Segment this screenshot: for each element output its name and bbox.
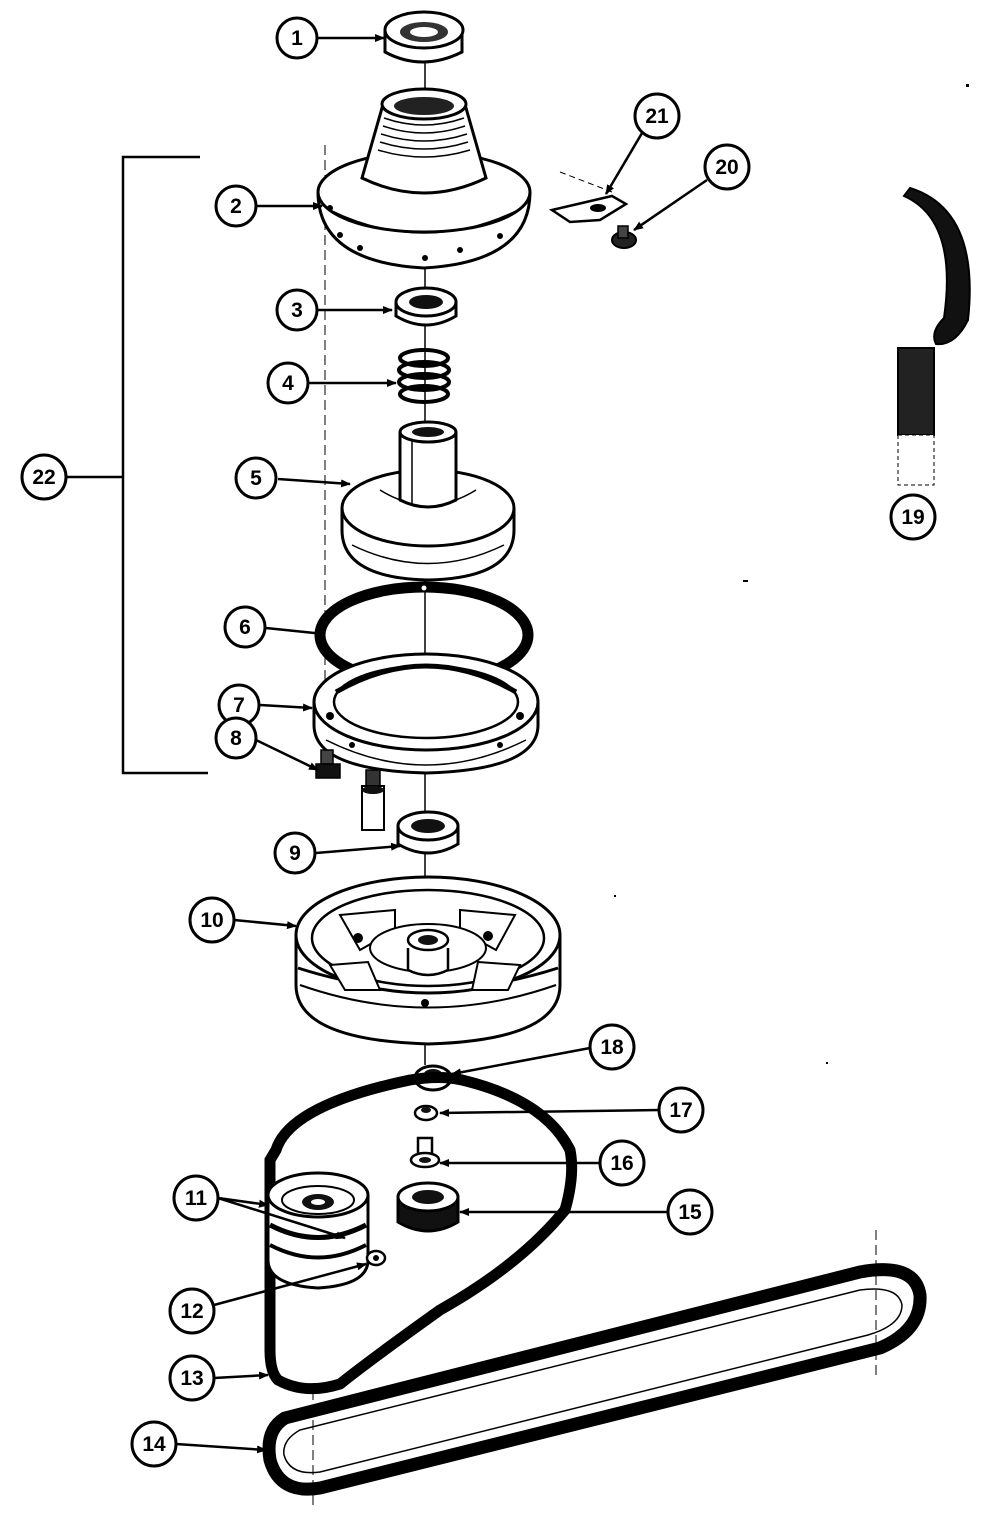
callout-10: 10 xyxy=(200,909,223,932)
callout-3: 3 xyxy=(291,299,303,322)
part-12-set-screw xyxy=(365,1249,387,1267)
part-20-screw xyxy=(611,225,637,249)
scan-specks xyxy=(614,84,969,1064)
callout-6: 6 xyxy=(239,616,251,639)
part-9-bearing xyxy=(396,810,460,855)
callout-8: 8 xyxy=(230,727,242,750)
part-19-spanner-wrench xyxy=(897,186,971,486)
leader-lines xyxy=(175,34,708,1454)
callout-15: 15 xyxy=(678,1201,702,1224)
callout-13: 13 xyxy=(180,1367,203,1390)
callout-17: 17 xyxy=(669,1099,692,1122)
callout-22: 22 xyxy=(32,466,55,489)
callout-20: 20 xyxy=(715,156,738,179)
callout-9: 9 xyxy=(289,842,301,865)
part-4-spring xyxy=(397,348,451,404)
part-3-seal xyxy=(394,286,458,327)
callout-labels: 1 2 3 4 5 6 7 8 9 10 11 12 13 14 15 16 1… xyxy=(32,27,924,1456)
part-2-cone-housing xyxy=(316,87,532,270)
part-21-clip-bracket xyxy=(548,171,629,224)
callout-circles xyxy=(20,16,937,1468)
part-11-small-pulley xyxy=(266,1171,370,1290)
part-16-screw xyxy=(409,1136,441,1169)
callout-4: 4 xyxy=(282,372,294,395)
part-14-main-belt xyxy=(262,1263,927,1496)
assembly-bracket-22 xyxy=(66,155,208,775)
part-1-top-bearing xyxy=(383,10,465,64)
part-10-large-pulley xyxy=(294,875,562,1046)
part-15-bearing xyxy=(396,1181,460,1233)
callout-2: 2 xyxy=(230,195,242,218)
callout-14: 14 xyxy=(142,1433,166,1456)
callout-18: 18 xyxy=(600,1036,624,1059)
part-17-washer xyxy=(413,1104,439,1122)
part-8-screws xyxy=(315,749,385,831)
part-13-drive-belt xyxy=(264,1072,578,1395)
part-7-base-ring xyxy=(312,652,540,775)
callout-1: 1 xyxy=(291,27,303,50)
callout-11: 11 xyxy=(185,1187,208,1210)
callout-12: 12 xyxy=(180,1300,203,1323)
callout-7: 7 xyxy=(233,694,245,717)
callout-19: 19 xyxy=(901,506,924,529)
callout-16: 16 xyxy=(610,1152,633,1175)
part-5-hub-housing xyxy=(340,420,516,582)
callout-5: 5 xyxy=(250,467,262,490)
callout-21: 21 xyxy=(645,105,669,128)
